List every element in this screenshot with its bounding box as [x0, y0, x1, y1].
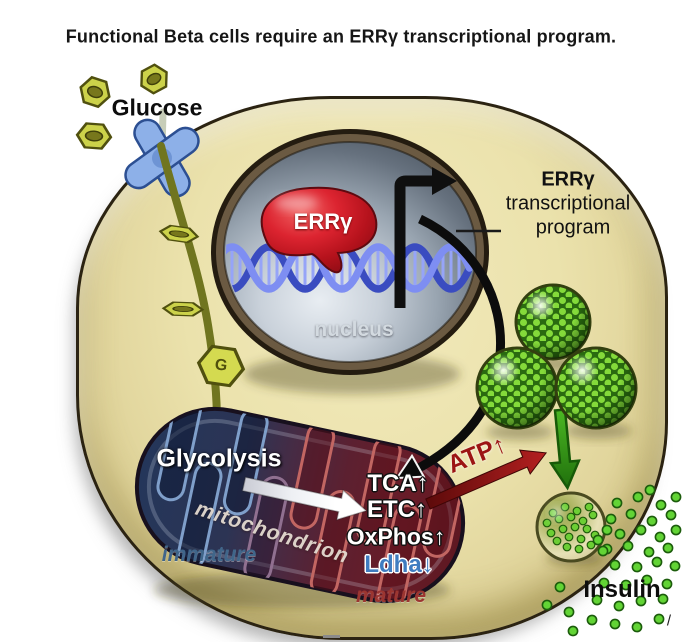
corner-mark: /: [666, 612, 672, 630]
program-label-line1: ERRγ: [541, 168, 595, 191]
program-label-line2: transcriptional: [505, 192, 631, 215]
program-label-line3: program: [535, 216, 611, 239]
insulin-label: Insulin: [583, 576, 661, 603]
glucose-g-label: G: [213, 356, 229, 375]
nucleus: [211, 129, 489, 375]
ldha-label: Ldha↓: [364, 551, 434, 578]
oxphos-label: OxPhos↑: [346, 523, 446, 550]
glucose-g-hexagon: [196, 344, 246, 388]
nucleus-label: nucleus: [314, 318, 394, 341]
figure-title: Functional Beta cells require an ERRγ tr…: [65, 26, 617, 47]
transcription-start-arrow: [394, 167, 457, 308]
fusing-vesicle: [535, 491, 607, 563]
dna-helix-icon: [226, 243, 474, 293]
glucose-label: Glucose: [111, 94, 203, 121]
insulin-vesicle: [554, 346, 638, 430]
tca-label: TCA↑: [367, 470, 429, 497]
err-gamma-blob: [260, 186, 378, 274]
insulin-vesicle: [475, 346, 559, 430]
glycolysis-to-tca-arrow: [241, 476, 368, 521]
crop-artifact-dash: [323, 635, 340, 638]
insulin-vesicles: [475, 283, 638, 430]
mitochondrion-body: [134, 394, 469, 612]
atp-arrow: [425, 449, 548, 510]
immature-label: immature: [161, 543, 257, 566]
insulin-vesicle: [514, 283, 592, 361]
glycolysis-label: Glycolysis: [156, 444, 282, 473]
err-gamma-label: ERRγ: [293, 209, 353, 234]
etc-label: ETC↑: [367, 496, 427, 523]
mature-label: mature: [355, 584, 427, 607]
insulin-secretion-arrow: [548, 408, 581, 491]
secreted-insulin-dots: [541, 484, 682, 637]
